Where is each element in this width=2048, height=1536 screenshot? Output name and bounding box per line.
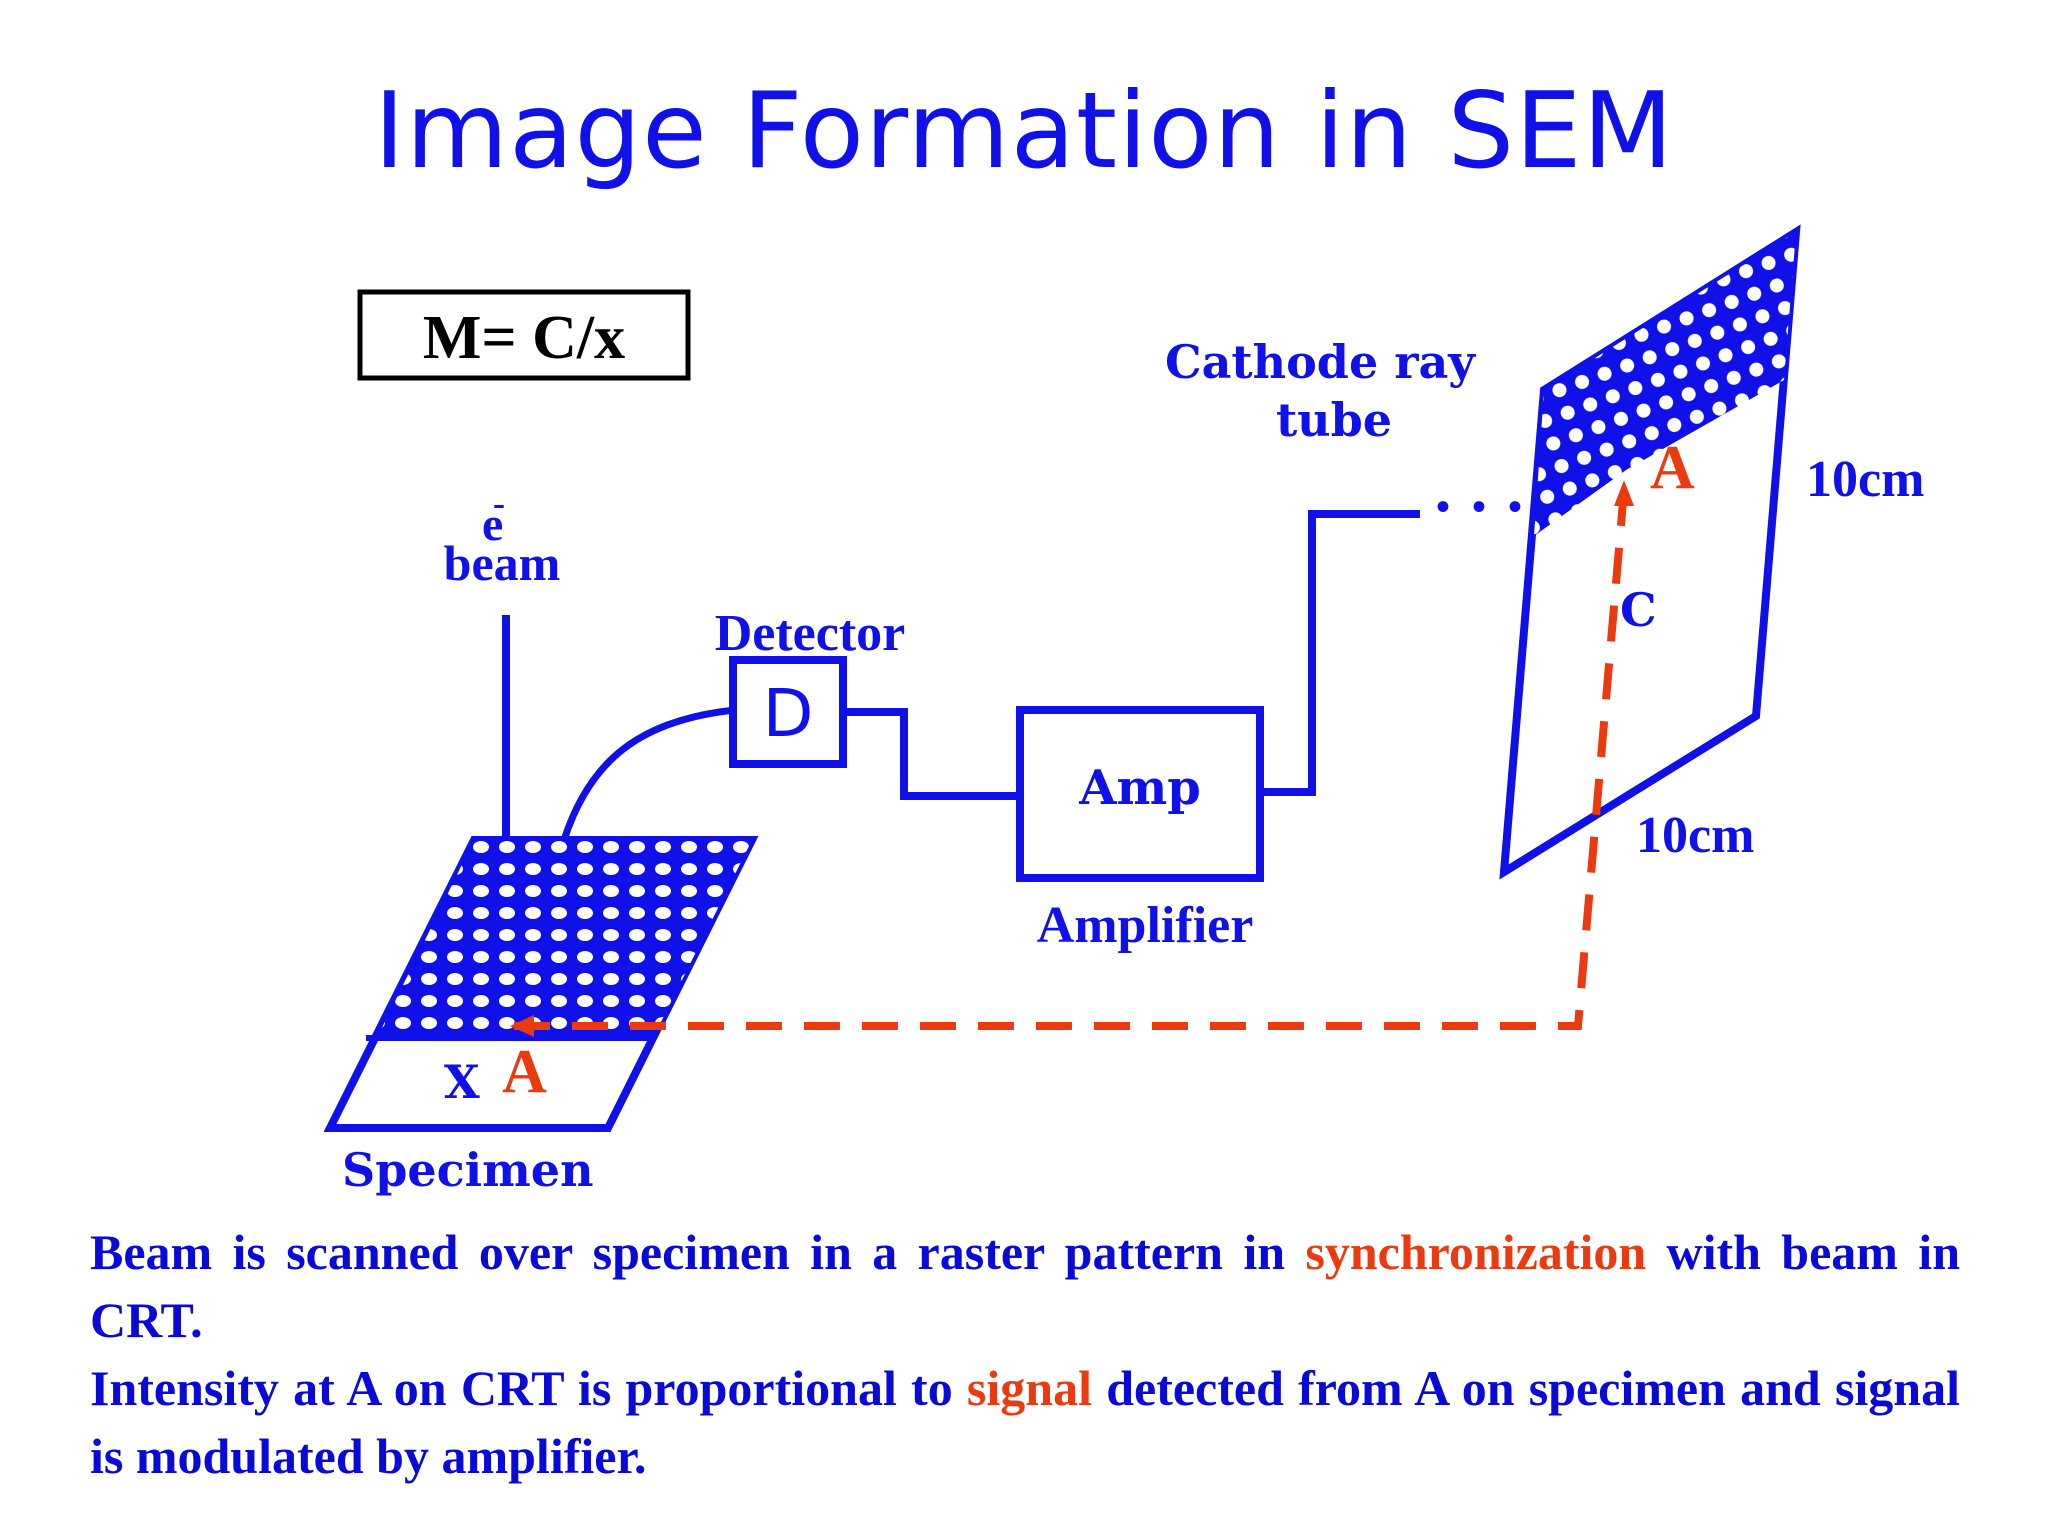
specimen-raster [378, 840, 752, 1036]
formula-box: M= C/x [357, 289, 691, 381]
crt-point-a: A [1650, 434, 1695, 502]
formula-text: M= C/x [423, 304, 625, 372]
page-title: Image Formation in SEM [373, 70, 1675, 192]
beam-label: beam [444, 535, 561, 591]
detector-box [729, 656, 847, 768]
highlight-signal: signal [966, 1360, 1092, 1416]
detector-amp-wire [843, 708, 1020, 800]
amplifier: Amp Amplifier [1016, 706, 1264, 954]
amplifier-box [1016, 706, 1264, 882]
crt-raster [1534, 232, 1796, 536]
specimen-raster-partial [378, 1016, 522, 1036]
bottom-dimension-label: 10cm [1636, 807, 1754, 864]
detector-label: Detector [715, 605, 906, 662]
electron-beam: e - beam [444, 483, 561, 845]
c-label: C [1620, 583, 1657, 637]
detector: Detector D [715, 605, 906, 768]
crt-label-line1: Cathode ray [1165, 335, 1476, 389]
dots: • • • [1436, 484, 1528, 529]
crt-arrowhead [1614, 480, 1634, 506]
highlight-synchronization: synchronization [1305, 1224, 1647, 1280]
side-dimension-label: 10cm [1806, 451, 1924, 508]
electron-charge-label: - [493, 483, 505, 523]
specimen: X A Specimen [323, 836, 759, 1197]
specimen-arrowhead [510, 1015, 534, 1037]
caption: Beam is scanned over specimen in a raste… [90, 1218, 1960, 1490]
sync-dashed-line [514, 489, 1628, 1030]
caption-line2: Intensity at A on CRT is proportional to… [90, 1360, 1961, 1484]
specimen-point-a: A [502, 1038, 547, 1106]
crt-screen: Cathode ray tube A C 10cm 10cm [1165, 224, 1924, 880]
sync-path [510, 480, 1634, 1037]
specimen-x-label: X [444, 1055, 480, 1109]
electron-label: e [482, 498, 503, 551]
signal-curve [560, 706, 736, 842]
specimen-label: Specimen [342, 1143, 594, 1197]
crt-label-line2: tube [1276, 393, 1392, 447]
amplifier-label: Amplifier [1037, 897, 1254, 954]
amp-label: Amp [1078, 760, 1201, 816]
detector-letter: D [763, 675, 814, 752]
amp-crt-wire [1260, 510, 1420, 796]
caption-line1: Beam is scanned over specimen in a raste… [90, 1224, 1961, 1348]
